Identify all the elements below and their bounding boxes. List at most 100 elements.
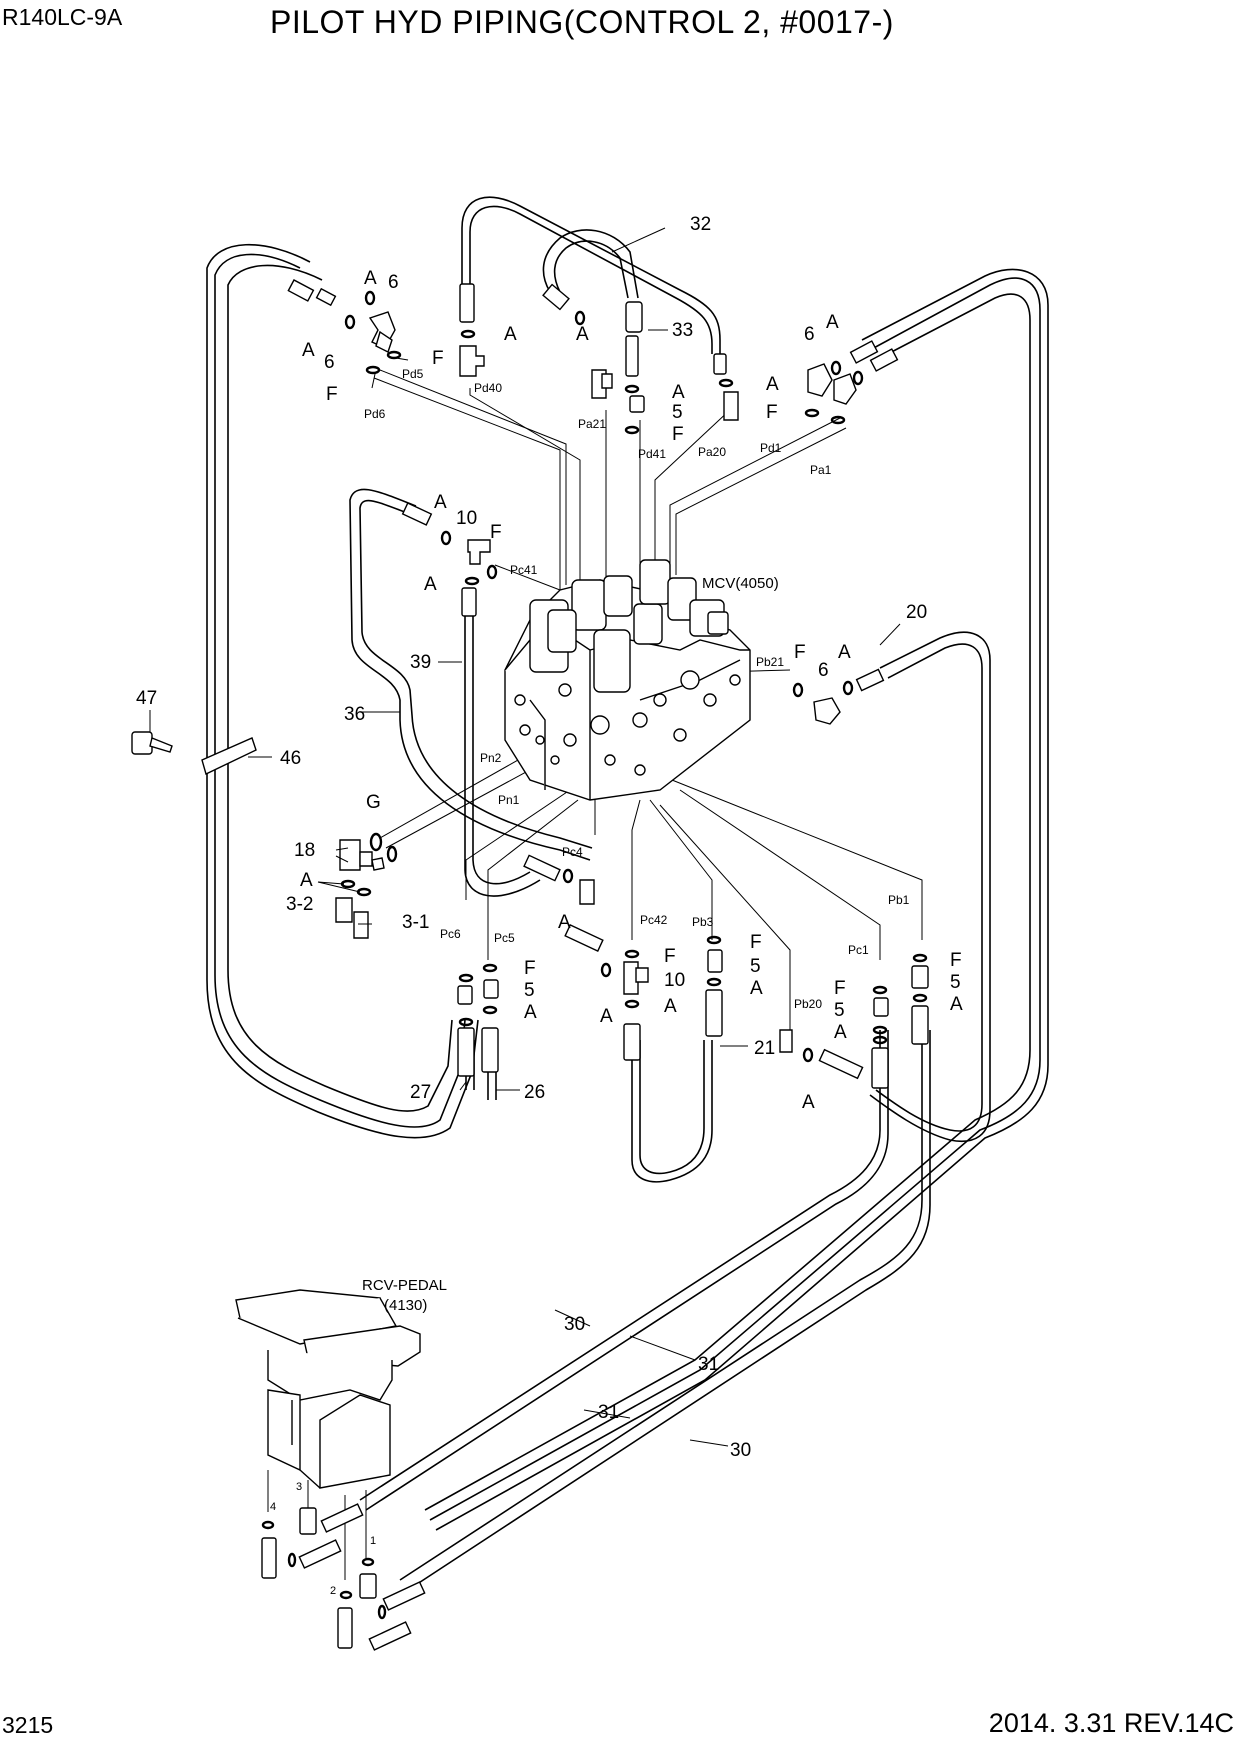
callout-a: A bbox=[524, 1002, 537, 1023]
callout-a: A bbox=[838, 642, 851, 663]
callout-5: 5 bbox=[834, 1000, 845, 1021]
mcv-label: MCV(4050) bbox=[702, 575, 779, 592]
port-label: Pd1 bbox=[760, 441, 782, 455]
port-label: Pc42 bbox=[640, 913, 668, 927]
page-title: PILOT HYD PIPING(CONTROL 2, #0017-) bbox=[270, 4, 894, 40]
callout-5: 5 bbox=[524, 980, 535, 1001]
callout-a: A bbox=[950, 994, 963, 1015]
port-label: Pn2 bbox=[480, 751, 502, 765]
callout-27: 27 bbox=[410, 1082, 431, 1103]
callout-f: F bbox=[432, 348, 444, 369]
callout-f: F bbox=[326, 384, 338, 405]
callout-f: F bbox=[794, 642, 806, 663]
port-label: Pb21 bbox=[756, 655, 784, 669]
callout-6: 6 bbox=[818, 660, 829, 681]
port-label: Pa1 bbox=[810, 463, 832, 477]
port-labels: Pd5 Pd40 Pd6 Pa21 Pd41 Pa20 Pd1 Pa1 Pc41… bbox=[364, 367, 910, 1011]
pedal-port-2: 2 bbox=[330, 1585, 336, 1597]
callout-26: 26 bbox=[524, 1082, 545, 1103]
callout-36: 36 bbox=[344, 704, 365, 725]
port-label: Pc6 bbox=[440, 927, 461, 941]
port-label: Pc5 bbox=[494, 931, 515, 945]
page-number: 3215 bbox=[2, 1712, 54, 1738]
callout-32: 32 bbox=[690, 214, 711, 235]
port-label: Pb1 bbox=[888, 893, 910, 907]
port-label: Pc4 bbox=[562, 845, 583, 859]
callout-f: F bbox=[490, 522, 502, 543]
callout-5: 5 bbox=[672, 402, 683, 423]
port-label: Pd41 bbox=[638, 447, 666, 461]
mcv-valve-block bbox=[504, 559, 751, 801]
callout-a: A bbox=[302, 340, 315, 361]
callout-6: 6 bbox=[388, 272, 399, 293]
callout-10: 10 bbox=[456, 508, 477, 529]
callout-46: 46 bbox=[280, 748, 301, 769]
callout-f: F bbox=[950, 950, 962, 971]
callout-a: A bbox=[300, 870, 313, 891]
callout-a: A bbox=[750, 978, 763, 999]
callout-a: A bbox=[424, 574, 437, 595]
port-label: Pa20 bbox=[698, 445, 726, 459]
hose-routes bbox=[206, 196, 1049, 1591]
callout-3-1: 3-1 bbox=[402, 912, 429, 933]
callout-a: A bbox=[576, 324, 589, 345]
callout-a: A bbox=[558, 912, 571, 933]
callout-a: A bbox=[364, 268, 377, 289]
port-label: Pc41 bbox=[510, 563, 538, 577]
callout-5: 5 bbox=[950, 972, 961, 993]
callout-f: F bbox=[524, 958, 536, 979]
callout-10: 10 bbox=[664, 970, 685, 991]
callout-a: A bbox=[664, 996, 677, 1017]
callout-30: 30 bbox=[564, 1314, 585, 1335]
callout-21: 21 bbox=[754, 1038, 775, 1059]
callout-a: A bbox=[766, 374, 779, 395]
port-label: Pn1 bbox=[498, 793, 520, 807]
callout-a: A bbox=[826, 312, 839, 333]
callout-33: 33 bbox=[672, 320, 693, 341]
callout-f: F bbox=[766, 402, 778, 423]
pedal-port-4: 4 bbox=[270, 1501, 276, 1513]
pedal-port-labels: 1 2 3 4 bbox=[270, 1481, 376, 1597]
callout-6: 6 bbox=[804, 324, 815, 345]
fittings bbox=[131, 279, 929, 1089]
revision-date: 2014. 3.31 REV.14C bbox=[988, 1708, 1234, 1738]
callout-g: G bbox=[366, 792, 381, 813]
callout-30: 30 bbox=[730, 1440, 751, 1461]
rcv-pedal-label: RCV-PEDAL bbox=[362, 1277, 447, 1294]
callout-labels: 32 33 A 6 A 6 F F A A A 5 F A F 6 A A 10… bbox=[136, 214, 963, 1461]
callout-18: 18 bbox=[294, 840, 315, 861]
port-label: Pd6 bbox=[364, 407, 386, 421]
callout-a: A bbox=[434, 492, 447, 513]
callout-a: A bbox=[672, 382, 685, 403]
port-label: Pb20 bbox=[794, 997, 822, 1011]
callout-47: 47 bbox=[136, 688, 157, 709]
port-label: Pd5 bbox=[402, 367, 424, 381]
rcv-pedal bbox=[235, 1289, 426, 1651]
callout-a: A bbox=[834, 1022, 847, 1043]
callout-39: 39 bbox=[410, 652, 431, 673]
callout-5: 5 bbox=[750, 956, 761, 977]
pedal-port-3: 3 bbox=[296, 1481, 302, 1493]
callout-20: 20 bbox=[906, 602, 927, 623]
model-number: R140LC-9A bbox=[2, 4, 123, 30]
callout-a: A bbox=[504, 324, 517, 345]
callout-a: A bbox=[802, 1092, 815, 1113]
callout-f: F bbox=[664, 946, 676, 967]
callout-31: 31 bbox=[698, 1354, 719, 1375]
callout-6: 6 bbox=[324, 352, 335, 373]
callout-3-2: 3-2 bbox=[286, 894, 313, 915]
port-label: Pc1 bbox=[848, 943, 869, 957]
port-label: Pa21 bbox=[578, 417, 606, 431]
leader-lines bbox=[149, 227, 901, 1447]
callout-a: A bbox=[600, 1006, 613, 1027]
port-label: Pb3 bbox=[692, 915, 714, 929]
pedal-port-1: 1 bbox=[370, 1535, 376, 1547]
callout-f: F bbox=[672, 424, 684, 445]
callout-f: F bbox=[750, 932, 762, 953]
callout-31: 31 bbox=[598, 1402, 619, 1423]
rcv-pedal-number: (4130) bbox=[384, 1297, 427, 1314]
port-label: Pd40 bbox=[474, 381, 502, 395]
callout-f: F bbox=[834, 978, 846, 999]
